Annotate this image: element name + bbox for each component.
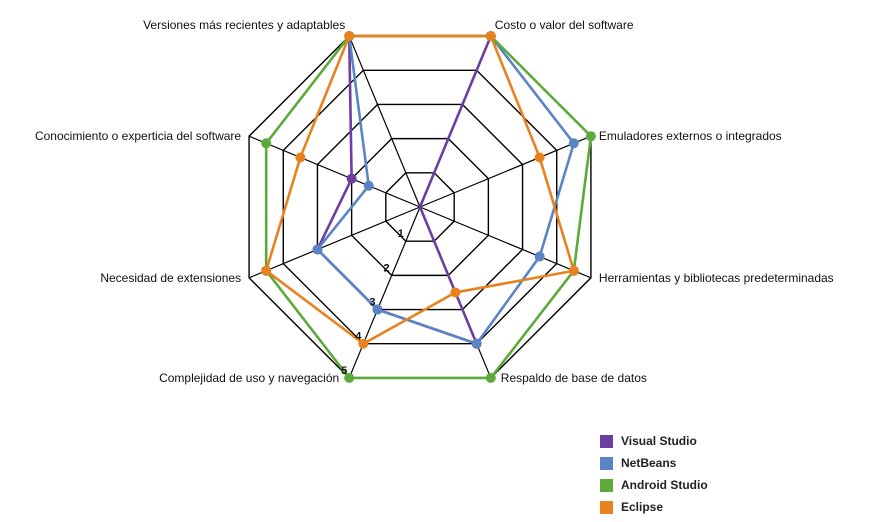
legend-item: NetBeans (600, 452, 708, 474)
axis-label: Conocimiento o experticia del software (35, 129, 241, 143)
legend-swatch (600, 500, 613, 514)
axis-label: Herramientas y bibliotecas predeterminad… (599, 271, 834, 285)
legend-label: Visual Studio (621, 434, 697, 448)
grid-spoke (419, 135, 592, 208)
data-point (568, 265, 579, 276)
ring-label: 5 (341, 365, 347, 377)
data-point (344, 372, 355, 383)
legend-label: NetBeans (621, 456, 677, 470)
data-point (372, 304, 383, 315)
data-point (312, 244, 323, 255)
axis-label: Respaldo de base de datos (501, 371, 647, 385)
data-point (346, 173, 357, 184)
legend: Visual Studio NetBeans Android Studio Ec… (600, 430, 708, 518)
legend-label: Android Studio (621, 478, 708, 492)
grid-spoke (348, 35, 421, 208)
axis-labels: Versiones más recientes y adaptables Cost… (35, 18, 834, 385)
data-point (344, 31, 355, 42)
ring-label: 2 (384, 262, 390, 274)
axis-label: Complejidad de uso y navegación (159, 371, 339, 385)
axis-label: Emuladores externos o integrados (599, 129, 782, 143)
axis-label: Versiones más recientes y adaptables (143, 18, 345, 32)
grid-spoke (348, 206, 421, 379)
series-line (316, 34, 493, 346)
grid-spoke (419, 206, 592, 279)
data-point (585, 131, 596, 142)
data-point (485, 31, 496, 42)
data-point (363, 180, 374, 191)
data-point (450, 287, 461, 298)
data-point (471, 338, 482, 349)
ring-label: 3 (369, 297, 375, 309)
legend-swatch (600, 434, 613, 448)
data-point (534, 251, 545, 262)
data-point (261, 265, 272, 276)
data-point (295, 152, 306, 163)
legend-swatch (600, 478, 613, 492)
legend-item: Visual Studio (600, 430, 708, 452)
legend-item: Android Studio (600, 474, 708, 496)
data-point (534, 152, 545, 163)
legend-label: Eclipse (621, 500, 664, 514)
ring-labels: 1 2 3 4 5 (341, 228, 404, 377)
legend-item: Eclipse (600, 496, 708, 518)
radar-series (261, 31, 596, 383)
data-point (358, 338, 369, 349)
data-point (568, 138, 579, 149)
data-point (261, 138, 272, 149)
grid-spoke (248, 135, 421, 208)
ring-label: 4 (355, 331, 362, 343)
axis-label: Necesidad de extensiones (100, 271, 241, 285)
data-point (485, 372, 496, 383)
axis-label: Costo o valor del software (495, 18, 634, 32)
grid-spoke (248, 206, 421, 279)
ring-label: 1 (398, 228, 404, 240)
legend-swatch (600, 456, 613, 470)
